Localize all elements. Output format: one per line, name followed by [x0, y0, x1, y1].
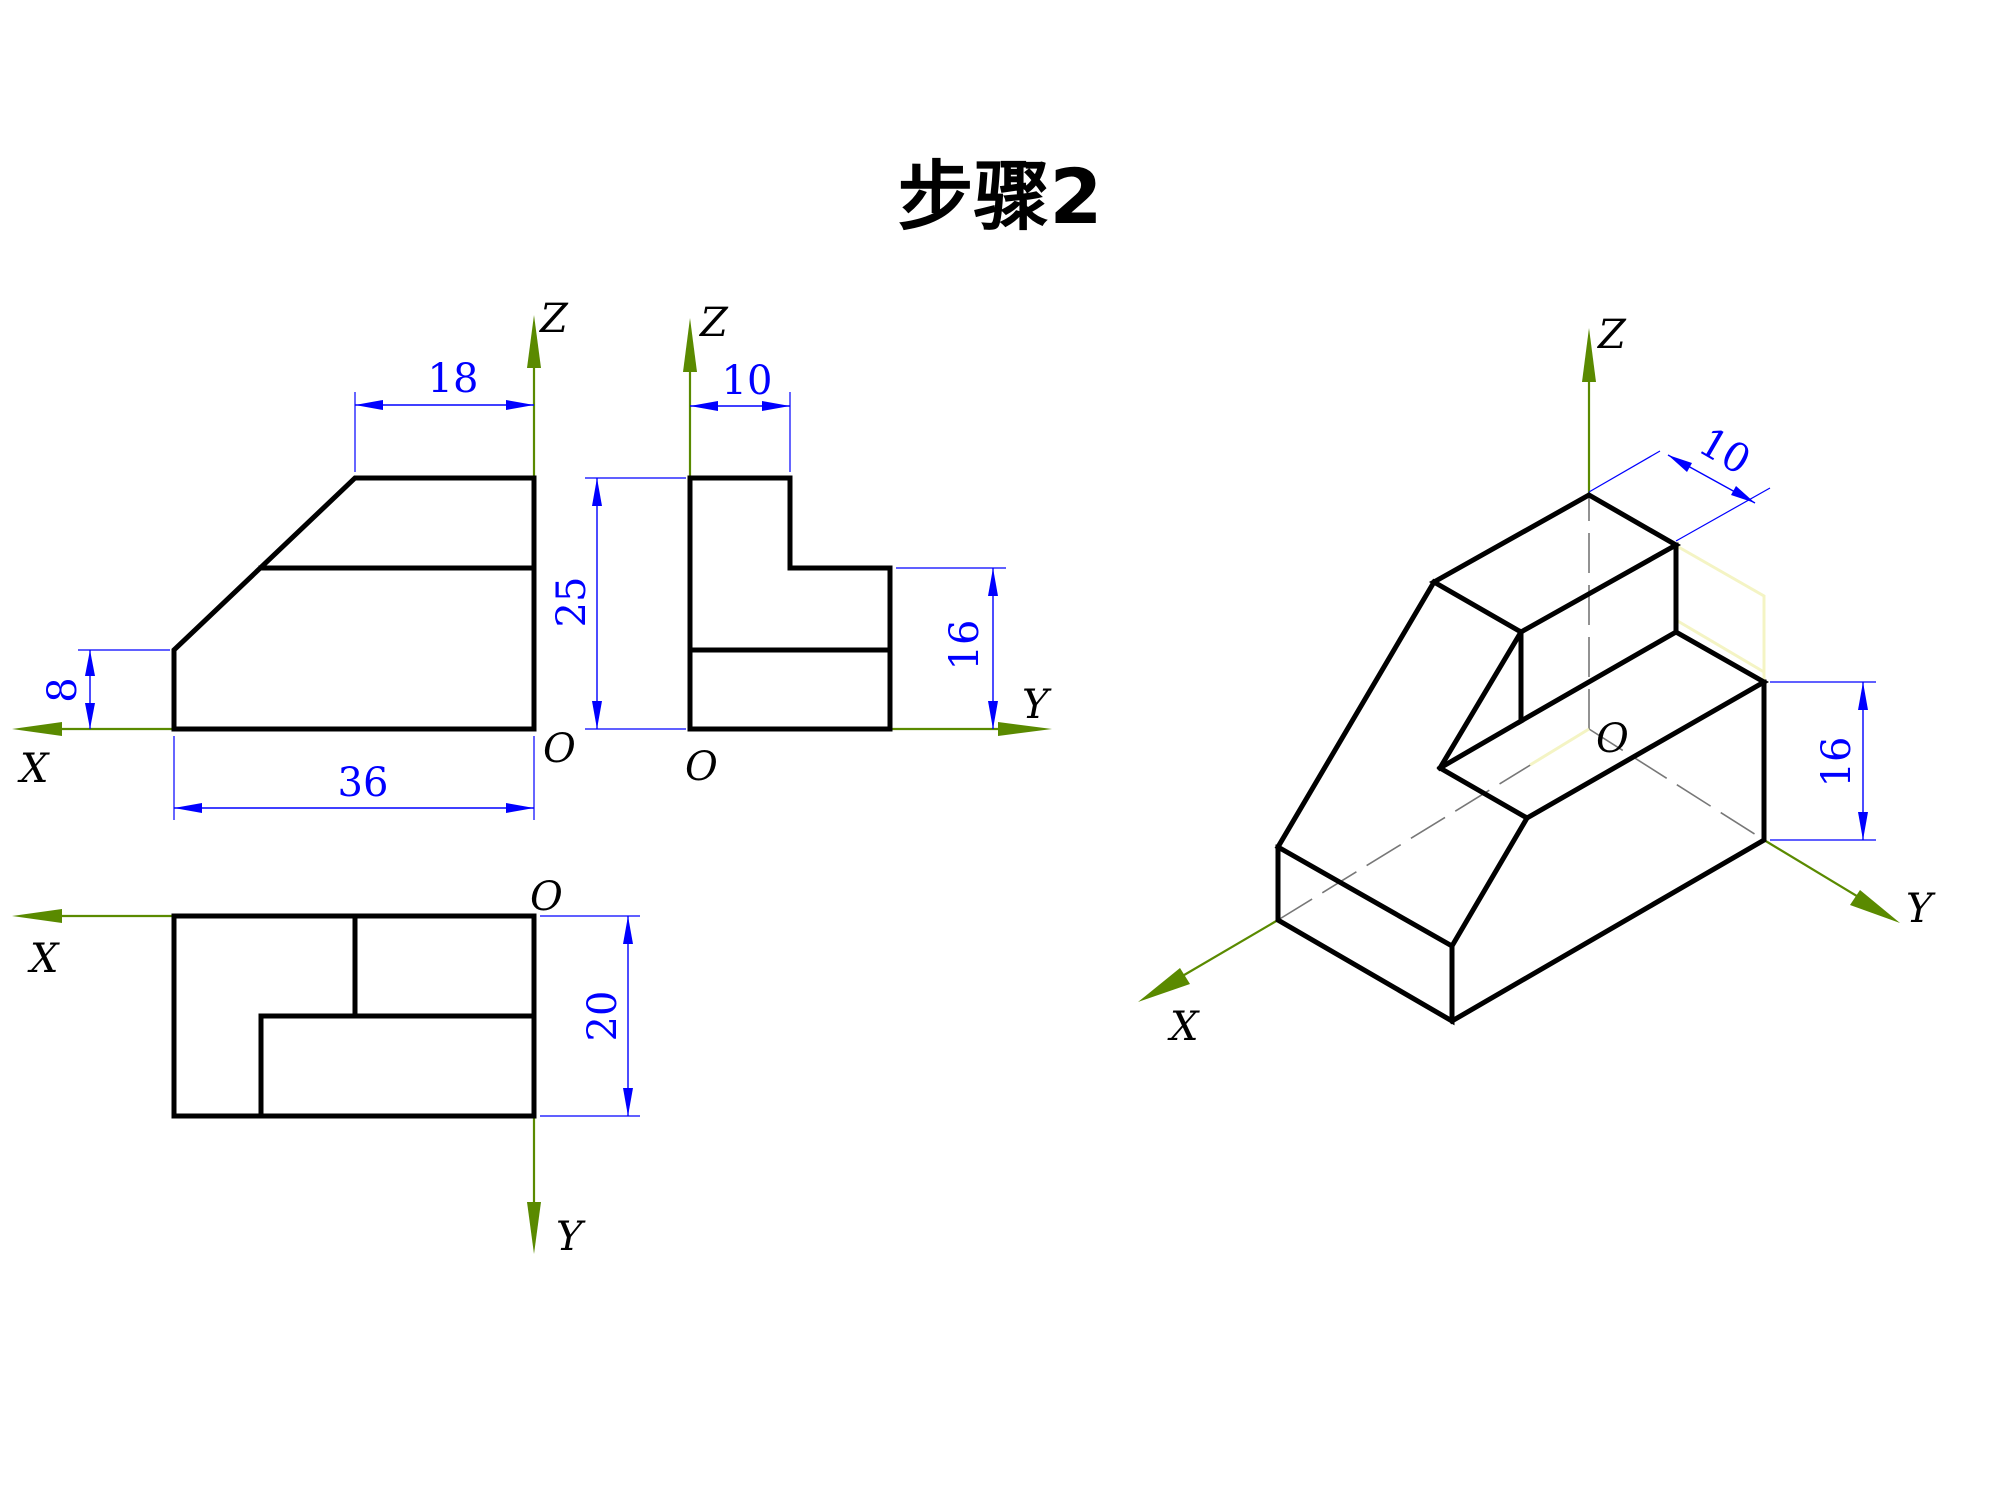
dim-iso-10-ext-b: [1675, 487, 1771, 542]
dim-20-arrow-top: [623, 916, 633, 944]
dim-iso-16-label: 16: [1814, 737, 1860, 788]
front-view: 18 8 36 Z X O: [12, 296, 576, 820]
iso-y-label: Y: [1906, 886, 1936, 932]
dim-iso-16-arrow-top: [1858, 682, 1868, 710]
dim-iso-16-arrow-bottom: [1858, 812, 1868, 840]
dim-10-label: 10: [722, 358, 773, 404]
dim-iso-10-arrow-b: [1731, 486, 1755, 503]
dim-18-label: 18: [428, 356, 479, 402]
dim-iso-10-label: 10: [1691, 419, 1758, 484]
top-y-arrow: [527, 1202, 541, 1254]
top-origin-label: O: [530, 874, 563, 920]
dim-16-arrow-top: [988, 568, 998, 596]
iso-z-arrow: [1582, 328, 1596, 382]
iso-hidden-y: [1588, 728, 1765, 841]
iso-top-face: [1428, 492, 1682, 635]
dim-20-label: 20: [580, 991, 626, 1042]
front-z-label: Z: [538, 296, 569, 342]
iso-x-arrow: [1138, 968, 1190, 1002]
side-outline: [687, 475, 893, 732]
dim-18-arrow-right: [506, 400, 534, 410]
iso-origin-label: O: [1596, 716, 1629, 762]
dim-36-arrow-right: [506, 803, 534, 813]
iso-construction-box: [1529, 543, 1766, 767]
iso-hidden-x: [1277, 728, 1590, 921]
side-z-arrow: [683, 318, 697, 372]
dim-16-arrow-bottom: [988, 701, 998, 729]
step-title: 步骤2: [897, 152, 1103, 241]
dim-8-arrow-top: [85, 650, 95, 676]
iso-z-label: Z: [1596, 312, 1627, 358]
isometric-view: 10 16 Z O X Y: [1138, 312, 1936, 1050]
iso-step-front-edge: [1436, 717, 1525, 772]
side-view: 25 10 16 Z Y O: [549, 300, 1052, 790]
top-y-label: Y: [556, 1214, 586, 1260]
dim-25-arrow-bottom: [592, 701, 602, 729]
front-origin-label: O: [543, 726, 576, 772]
front-z-arrow: [527, 315, 541, 368]
dim-8-label: 8: [40, 677, 86, 702]
side-z-label: Z: [698, 300, 729, 346]
dim-36-label: 36: [338, 760, 389, 806]
dim-36-arrow-left: [174, 803, 202, 813]
iso-front-face: [1275, 844, 1455, 1026]
dim-16-label: 16: [942, 620, 988, 671]
iso-sloped-face: [1274, 578, 1531, 950]
side-y-label: Y: [1022, 682, 1052, 728]
dim-iso-10-arrow-a: [1668, 455, 1692, 472]
top-view: 20 O X Y: [12, 874, 640, 1260]
dim-18-arrow-left: [355, 400, 383, 410]
iso-step-front: [1518, 542, 1679, 726]
iso-y-arrow: [1850, 890, 1900, 923]
dim-25-arrow-top: [592, 478, 602, 506]
dim-20-arrow-bottom: [623, 1088, 633, 1116]
front-outline: [171, 475, 537, 732]
dim-10-arrow-left: [690, 401, 718, 411]
dim-8-arrow-bottom: [85, 703, 95, 729]
iso-x-label: X: [1167, 1004, 1200, 1050]
side-origin-label: O: [685, 744, 718, 790]
front-x-arrow: [12, 722, 62, 736]
dim-25-label: 25: [549, 577, 595, 628]
front-x-label: X: [17, 746, 50, 792]
iso-right-face: [1448, 679, 1767, 1025]
dim-10-arrow-right: [762, 401, 790, 411]
top-x-arrow: [12, 909, 62, 923]
dim-iso-10-ext-a: [1588, 450, 1661, 493]
top-x-label: X: [27, 936, 60, 982]
side-y-arrow: [998, 722, 1052, 736]
